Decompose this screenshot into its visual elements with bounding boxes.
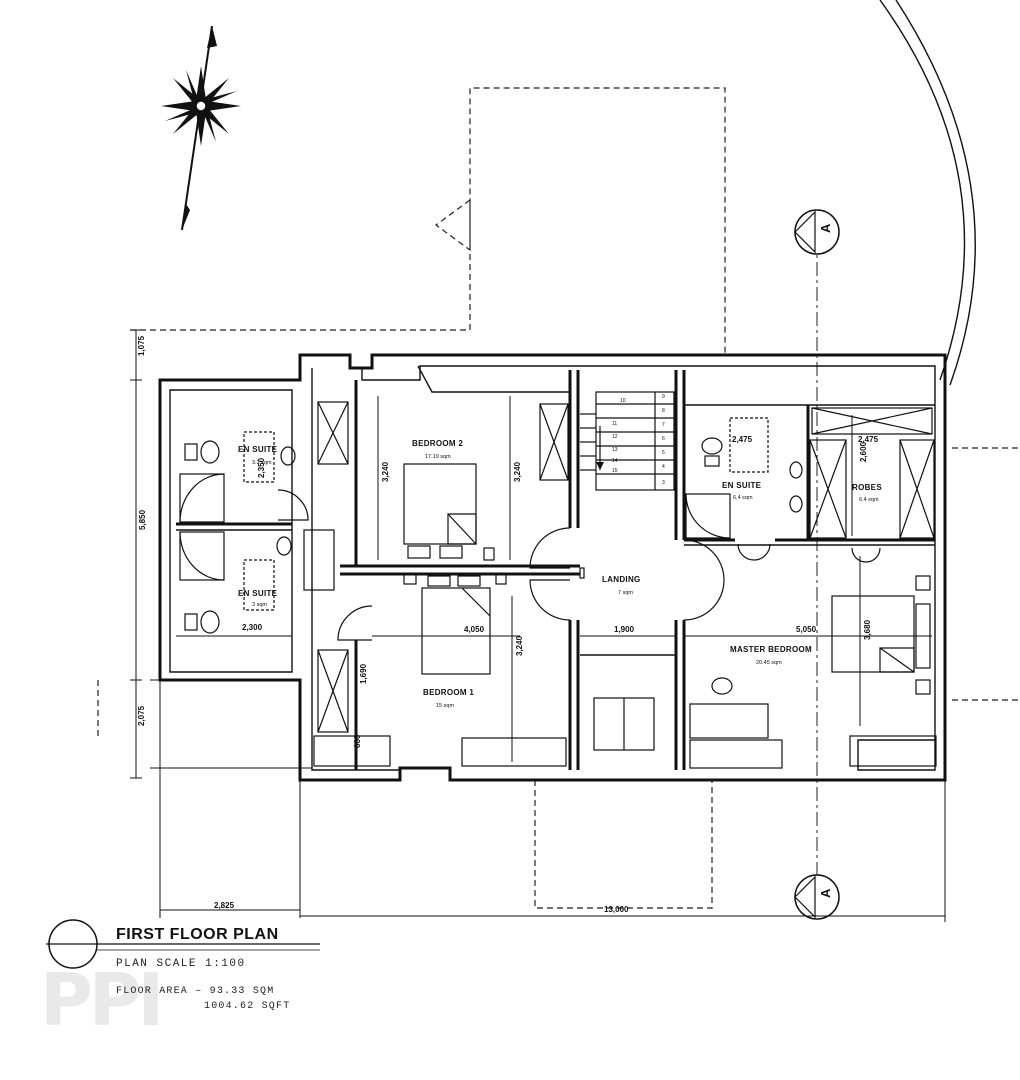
- stair-step-label: 6: [662, 436, 665, 442]
- site-boundary-arc: [879, 0, 966, 381]
- room-area-bedroom-1: 15 sqm: [436, 703, 454, 709]
- room-name-landing: LANDING: [602, 575, 641, 584]
- room-area-ensuite-top-left: 3.2 sqm: [252, 460, 272, 466]
- stair-step-label: 11: [612, 421, 617, 427]
- watermark-logo: PPI: [40, 958, 164, 1042]
- dim-label: 2,600: [859, 441, 868, 462]
- ground-floor-outline-bottom: [534, 780, 713, 909]
- room-area-landing: 7 sqm: [618, 590, 633, 596]
- dim-label: 1,075: [137, 335, 146, 356]
- stair-step-label: 14: [612, 458, 618, 464]
- section-marker-top: A: [794, 209, 840, 255]
- section-marker-label-bottom: A: [818, 888, 833, 898]
- dim-label: 2,475: [858, 435, 879, 444]
- section-marker-bottom: A: [794, 874, 840, 920]
- dim-label: 1,690: [359, 663, 368, 684]
- title-marker: [46, 919, 320, 969]
- floor-area-label: FLOOR AREA: [116, 986, 189, 997]
- floor-area-separator: –: [195, 986, 210, 997]
- dim-label: 13,000: [604, 905, 629, 914]
- dim-label: 5,050: [796, 625, 817, 634]
- north-compass-icon: [161, 25, 241, 231]
- dim-label: 2,825: [214, 901, 235, 910]
- room-name-bedroom-1: BEDROOM 1: [423, 688, 474, 697]
- stair-step-label: 4: [662, 464, 665, 470]
- staircase: 10 11 12 13 14 15 9 8 7 6 5 4 3: [580, 391, 675, 491]
- room-area-ensuite-bottom-left: 3 sqm: [252, 602, 267, 608]
- internal-walls: [176, 370, 935, 770]
- dim-label: 3,240: [513, 461, 522, 482]
- stair-step-label: 3: [662, 480, 665, 486]
- furniture: [303, 463, 937, 769]
- room-name-ensuite-top-left: EN SUITE: [238, 445, 278, 454]
- plan-title: FIRST FLOOR PLAN: [116, 926, 279, 943]
- section-marker-label-top: A: [818, 223, 833, 233]
- room-name-ensuite-bottom-left: EN SUITE: [238, 589, 278, 598]
- stair-step-label: 9: [662, 394, 665, 400]
- dim-label: 2,475: [732, 435, 753, 444]
- floor-area-sqm: FLOOR AREA – 93.33 SQM: [116, 986, 274, 997]
- dim-label: 3,240: [515, 635, 524, 656]
- room-labels: BEDROOM 2 17.19 sqm BEDROOM 1 15 sqm LAN…: [238, 439, 882, 709]
- dim-label: 2,350: [257, 457, 266, 478]
- room-name-bedroom-2: BEDROOM 2: [412, 439, 463, 448]
- stair-step-label: 10: [620, 398, 626, 404]
- room-name-robes: ROBES: [852, 483, 882, 492]
- dim-label: 3,680: [863, 619, 872, 640]
- stair-step-label: 13: [612, 447, 618, 453]
- dim-label: 3,240: [381, 461, 390, 482]
- site-boundary-arc-outer: [895, 0, 976, 386]
- stair-step-label: 8: [662, 408, 665, 414]
- room-area-bedroom-2: 17.19 sqm: [425, 454, 451, 460]
- room-area-ensuite-right: 6.4 sqm: [733, 495, 753, 501]
- room-area-master-bedroom: 20.45 sqm: [756, 660, 782, 666]
- floor-area-sqft: 1004.62 SQFT: [204, 1001, 291, 1012]
- stair-step-label: 15: [612, 468, 618, 474]
- dimension-labels: 1,075 5,850 2,075 3,240 3,240 3,240 2,35…: [137, 335, 879, 914]
- room-name-ensuite-right: EN SUITE: [722, 481, 762, 490]
- room-area-robes: 6.4 sqm: [859, 497, 879, 503]
- dim-label: 2,075: [137, 705, 146, 726]
- plan-scale: PLAN SCALE 1:100: [116, 958, 246, 970]
- stair-step-label: 7: [662, 422, 665, 428]
- room-name-master-bedroom: MASTER BEDROOM: [730, 645, 812, 654]
- ground-floor-outline-top: [434, 87, 726, 355]
- stair-step-label: 12: [612, 434, 618, 440]
- dim-label: 4,050: [464, 625, 485, 634]
- dim-label: 1,900: [614, 625, 635, 634]
- stair-step-label: 5: [662, 450, 665, 456]
- wardrobes: [317, 401, 935, 733]
- floor-area-sqm-value: 93.33 SQM: [209, 986, 275, 997]
- dim-label: 2,300: [242, 623, 263, 632]
- sanitary-fixtures: [179, 417, 803, 634]
- doors: [277, 489, 881, 641]
- dimension-lines: [130, 329, 946, 922]
- dim-label: 5,850: [138, 509, 147, 530]
- dim-label: 660: [353, 734, 362, 748]
